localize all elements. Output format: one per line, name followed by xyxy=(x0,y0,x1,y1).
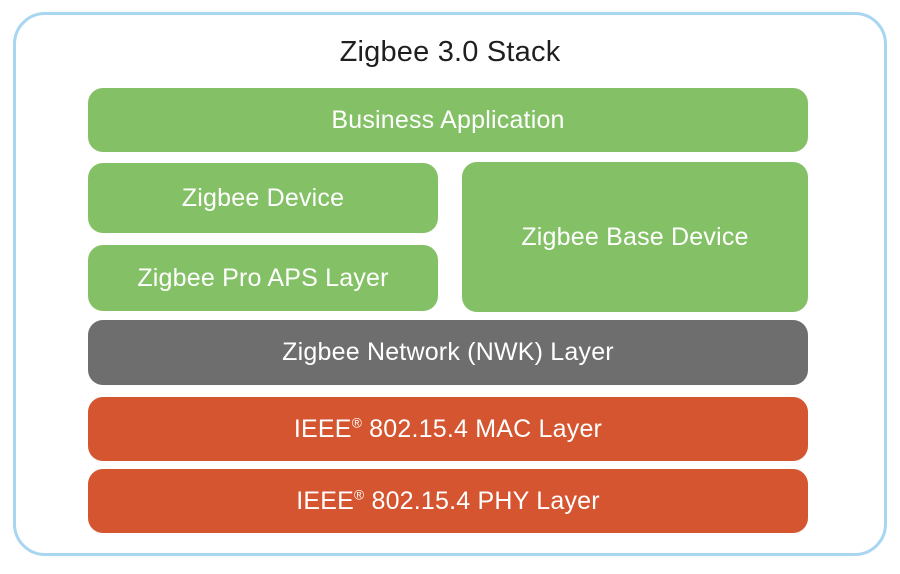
registered-trademark-symbol: ® xyxy=(353,487,365,503)
block-label: Business Application xyxy=(331,105,565,134)
ieee-brand-text: IEEE xyxy=(293,414,352,443)
block-label: IEEE® 802.15.4 PHY Layer xyxy=(296,487,600,516)
block-zigbee-pro-aps-layer: Zigbee Pro APS Layer xyxy=(88,245,438,311)
block-label: IEEE® 802.15.4 MAC Layer xyxy=(294,415,602,444)
block-business-application: Business Application xyxy=(88,88,808,152)
block-ieee-mac-layer: IEEE® 802.15.4 MAC Layer xyxy=(88,397,808,461)
registered-trademark-symbol: ® xyxy=(351,415,363,431)
block-label: Zigbee Base Device xyxy=(521,222,749,251)
block-ieee-phy-layer: IEEE® 802.15.4 PHY Layer xyxy=(88,469,808,533)
block-label: Zigbee Device xyxy=(181,183,345,212)
block-label: Zigbee Pro APS Layer xyxy=(137,263,389,292)
block-zigbee-network-layer: Zigbee Network (NWK) Layer xyxy=(88,320,808,385)
ieee-brand-text: IEEE xyxy=(296,486,354,515)
layer-name-text: 802.15.4 PHY Layer xyxy=(364,486,600,515)
block-zigbee-base-device: Zigbee Base Device xyxy=(462,162,808,312)
block-zigbee-device: Zigbee Device xyxy=(88,163,438,233)
layer-name-text: 802.15.4 MAC Layer xyxy=(362,414,603,443)
block-label: Zigbee Network (NWK) Layer xyxy=(282,338,614,366)
diagram-title: Zigbee 3.0 Stack xyxy=(339,36,561,68)
